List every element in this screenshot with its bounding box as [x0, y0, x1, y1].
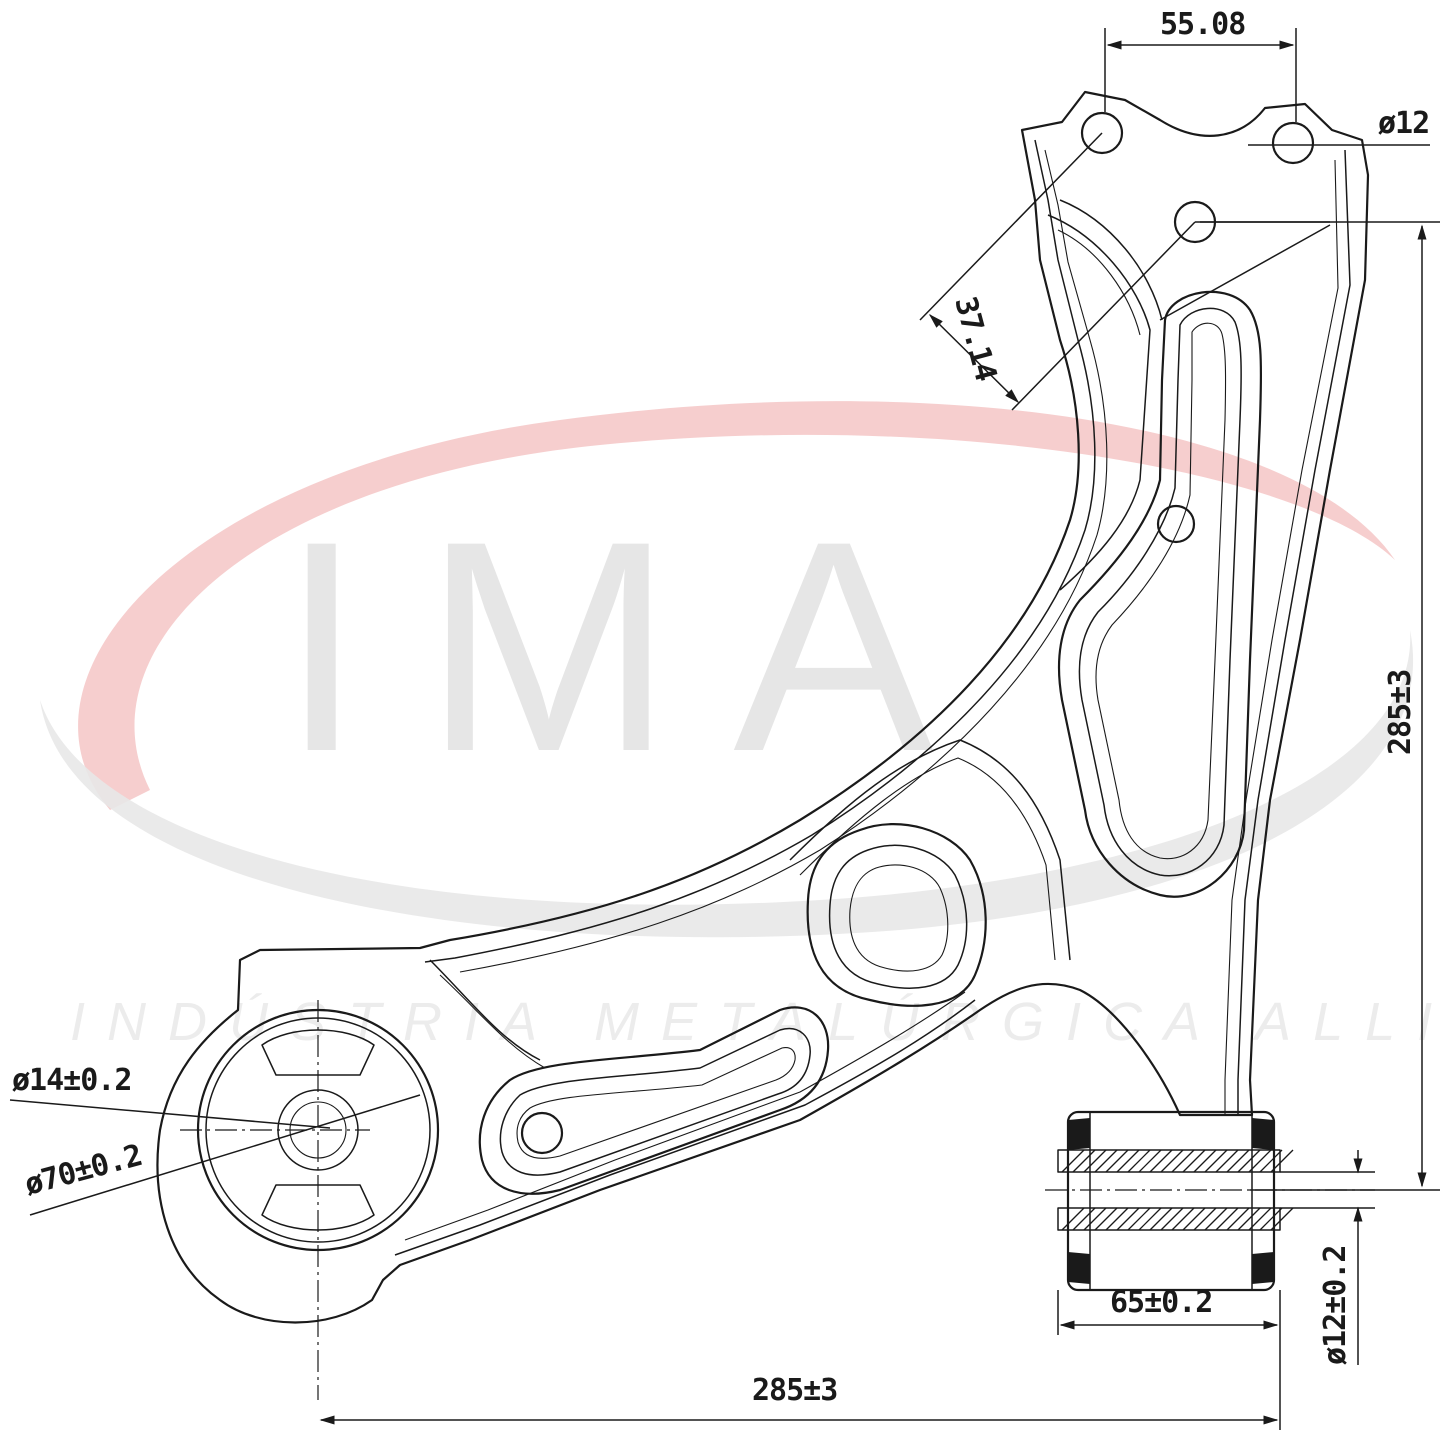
slot-end-hole [520, 1111, 564, 1155]
upper-hole-right [1271, 121, 1315, 165]
dim-ball-joint-pin: ø14±0.2 [12, 1063, 131, 1098]
dim-overall-height: 285±3 [1383, 670, 1418, 755]
dim-top-hole-spacing: 55.08 [1160, 7, 1245, 42]
bushing [1045, 1110, 1375, 1292]
lower-slot [478, 1006, 830, 1195]
dim-bushing-bore: ø12±0.2 [1318, 1246, 1353, 1365]
dim-ball-joint-housing: ø70±0.2 [21, 1138, 145, 1203]
upper-hole-left [1080, 111, 1124, 155]
side-hole [1156, 504, 1196, 544]
dimension-lines [9, 28, 1440, 1430]
dim-diagonal-hole-spacing: 37.14 [947, 293, 1003, 384]
arm-outline [156, 90, 1370, 1324]
upper-slot [1057, 290, 1263, 898]
watermark-brand: IMA [280, 478, 993, 814]
dim-overall-width: 285±3 [752, 1373, 837, 1408]
dim-top-hole-diameter: ø12 [1378, 106, 1429, 141]
dim-bushing-width: 65±0.2 [1110, 1285, 1212, 1320]
ball-joint [180, 1000, 440, 1400]
middle-pocket [806, 823, 987, 1007]
watermark-logo: IMA INDÚSTRIA METALÚRGICA ALLI [40, 401, 1445, 1052]
control-arm-body [156, 90, 1370, 1324]
watermark-subtitle: INDÚSTRIA METALÚRGICA ALLI [70, 992, 1445, 1052]
